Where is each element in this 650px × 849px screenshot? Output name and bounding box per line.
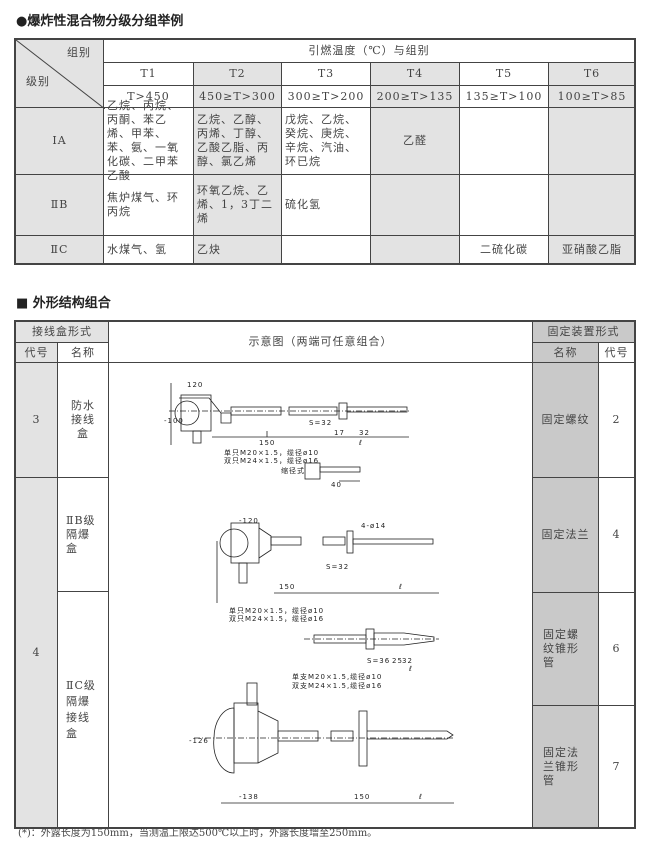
- dim-label: 单只M20×1.5，缆径ø10: [224, 448, 319, 457]
- dim-label: 25: [392, 657, 403, 665]
- substance-cell: 戊烷、乙烷、癸烷、庚烷、辛烷、汽油、环已烷: [281, 107, 371, 175]
- dim-label: 17: [334, 429, 345, 437]
- dim-label: 双支M24×1.5,缆径ø16: [292, 681, 382, 690]
- group-header: T6: [548, 62, 636, 86]
- dim-label: S=32: [309, 419, 332, 427]
- iic-box-drawing: [194, 682, 454, 804]
- substance-cell: [548, 107, 636, 175]
- dim-label: 4-ø14: [361, 522, 386, 530]
- substance-cell: 乙醛: [370, 107, 460, 175]
- dim-label: 120: [187, 381, 203, 389]
- dim-label: 32: [359, 429, 370, 437]
- iib-box-drawing: [216, 522, 439, 603]
- dim-label: 双只M24×1.5，缆径ø16: [224, 456, 319, 465]
- corner-top: 组别: [67, 46, 91, 59]
- dim-label: 单只M20×1.5，缆径ø10: [229, 606, 324, 615]
- substance-cell: 乙炔: [193, 235, 282, 264]
- dim-label: 缩径式: [281, 466, 305, 475]
- section2-title: ■ 外形结构组合: [16, 296, 111, 311]
- dim-label: ℓ: [408, 665, 413, 673]
- dim-label: ℓ: [398, 583, 403, 591]
- dim-label: 单支M20×1.5,缆径ø10: [292, 672, 382, 681]
- substance-cell: 亚硝酸乙脂: [548, 235, 636, 264]
- fix-name: 固定螺纹: [532, 362, 599, 478]
- substance-cell: 乙烷、乙醇、丙烯、丁醇、乙酸乙脂、丙醇、氯乙烯: [193, 107, 282, 175]
- dim-label: -138: [239, 793, 259, 801]
- corner-bottom: 级别: [26, 75, 50, 88]
- dim-label: 40: [331, 481, 342, 489]
- dim-label: S=36: [367, 657, 390, 665]
- table-border: [14, 38, 636, 265]
- code-header: 代号: [15, 342, 58, 363]
- level-label: ⅠA: [15, 107, 104, 175]
- corner-cell: 组别 级别: [15, 39, 105, 109]
- fix-name: 固定螺纹锥形管: [532, 592, 599, 706]
- dim-label: 150: [279, 583, 295, 591]
- dim-label: 150: [259, 439, 275, 447]
- waterproof-box-drawing: [169, 383, 409, 445]
- substance-cell: 环氧乙烷、乙烯、1，3丁二烯: [193, 174, 282, 236]
- dim-label: 150: [354, 793, 370, 801]
- dim-label: 双只M24×1.5，缆径ø16: [229, 614, 324, 623]
- temp-range: 200≥T>135: [370, 85, 460, 108]
- reduced-diameter-drawing: [304, 462, 361, 482]
- footnote: (*)：外露长度为150mm，当测温上限达500℃以上时，外露长度增至250mm…: [18, 828, 378, 839]
- section1-title: ●爆炸性混合物分级分组举例: [16, 14, 184, 29]
- schematic-drawings: 120 -100 S=32 17 32 150 ℓ 单只M20×1.5，缆径ø1…: [164, 381, 454, 804]
- dim-label: ℓ: [418, 793, 423, 801]
- dim-label: -126: [189, 737, 209, 745]
- dim-label: -100: [164, 417, 184, 425]
- fix-name-header: 名称: [532, 342, 599, 363]
- substance-cell: 焦炉煤气、环丙烷: [103, 174, 194, 236]
- table-border: [14, 320, 636, 829]
- substance-cell: [370, 174, 460, 236]
- threaded-taper-drawing: [304, 628, 439, 650]
- dim-label: ℓ: [358, 439, 363, 447]
- dim-label: 32: [402, 657, 413, 665]
- diagram-area: 120 -100 S=32 17 32 150 ℓ 单只M20×1.5，缆径ø1…: [108, 362, 533, 828]
- dim-label: -120: [239, 517, 259, 525]
- dim-label: S=32: [326, 563, 349, 571]
